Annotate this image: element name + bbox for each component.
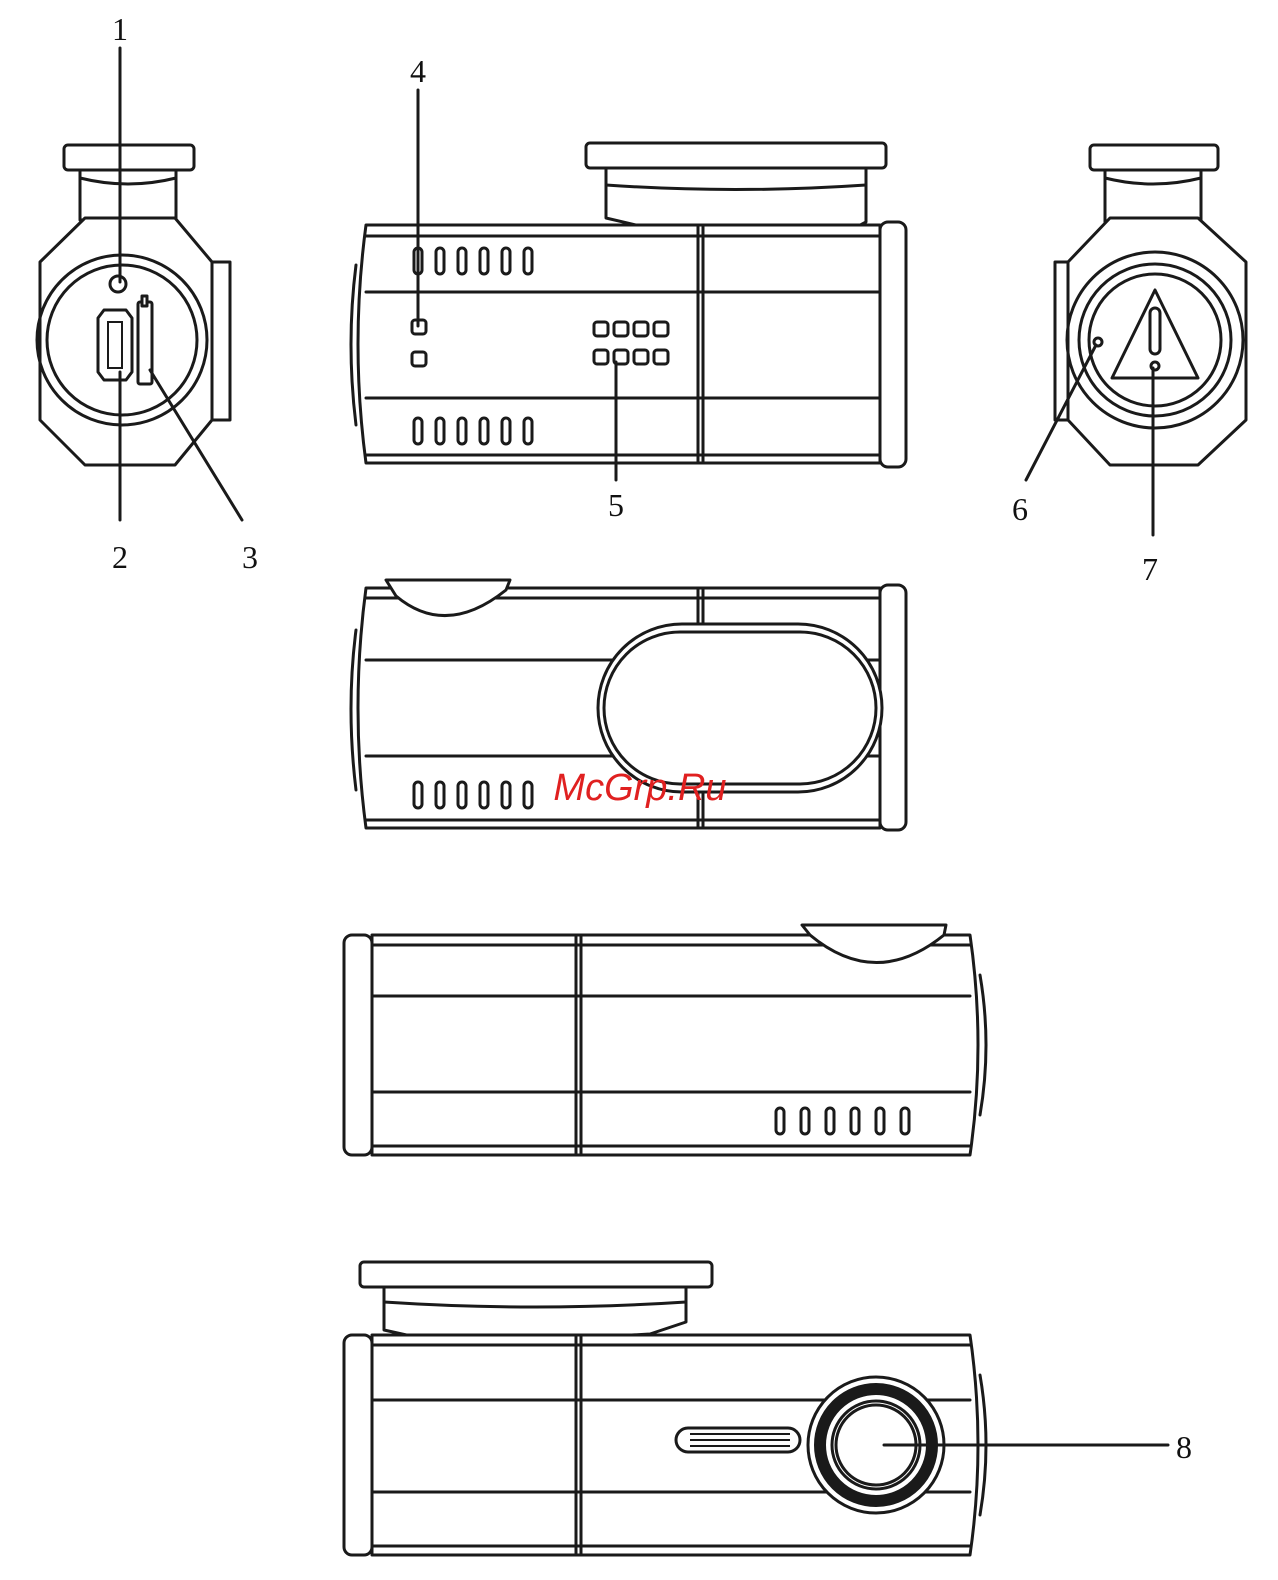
- callout-2: 2: [112, 539, 128, 575]
- view-right-end: [1055, 145, 1246, 465]
- view-left-end: [37, 145, 230, 465]
- view-side: [344, 925, 986, 1155]
- callout-8: 8: [1176, 1429, 1192, 1465]
- view-front: [344, 1262, 986, 1555]
- callout-4: 4: [410, 53, 426, 89]
- callout-5: 5: [608, 487, 624, 523]
- callout-6: 6: [1012, 491, 1028, 527]
- watermark-text: McGrp.Ru: [553, 767, 726, 809]
- callout-3: 3: [242, 539, 258, 575]
- callout-1: 1: [112, 11, 128, 47]
- view-top: [351, 143, 906, 467]
- mini-usb-port-icon[interactable]: [98, 310, 132, 380]
- callout-7: 7: [1142, 551, 1158, 587]
- microphone-grille: [676, 1428, 800, 1452]
